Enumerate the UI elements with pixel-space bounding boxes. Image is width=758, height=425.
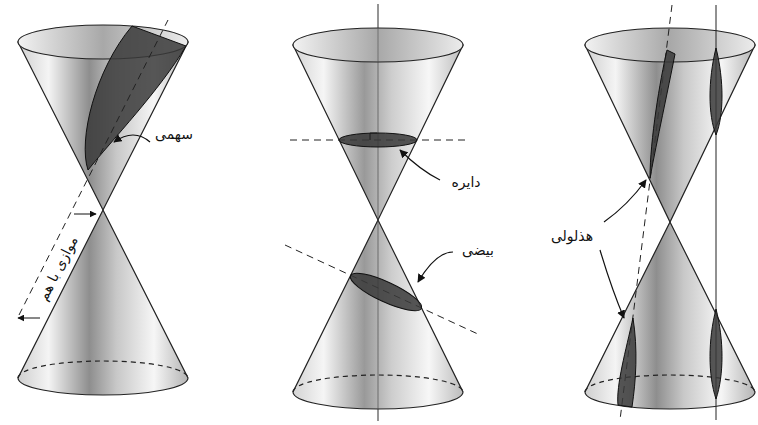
cone-axis (378, 4, 379, 421)
leader-line (604, 180, 646, 222)
double-cone (585, 28, 755, 409)
parallel-mark (18, 318, 40, 319)
leader-line (114, 135, 150, 142)
cone-axis (378, 4, 379, 421)
hyperbola-label: هذلولی (551, 228, 593, 245)
parabola-section (85, 26, 186, 170)
cutting-plane (19, 20, 168, 315)
parabola-label: سهمی (155, 126, 193, 143)
parallel-mark (74, 214, 96, 215)
double-cone (18, 25, 188, 395)
hyperbola-section (618, 48, 722, 407)
leader-line (600, 250, 624, 318)
ellipse-section (346, 267, 425, 318)
right-angle-mark (370, 133, 377, 140)
leader-line (400, 150, 440, 180)
ellipse-label: بیضی (462, 242, 494, 259)
circle-section (339, 133, 417, 147)
cutting-plane (285, 245, 480, 335)
leader-line (418, 252, 453, 282)
circle-label: دایره (451, 174, 480, 191)
